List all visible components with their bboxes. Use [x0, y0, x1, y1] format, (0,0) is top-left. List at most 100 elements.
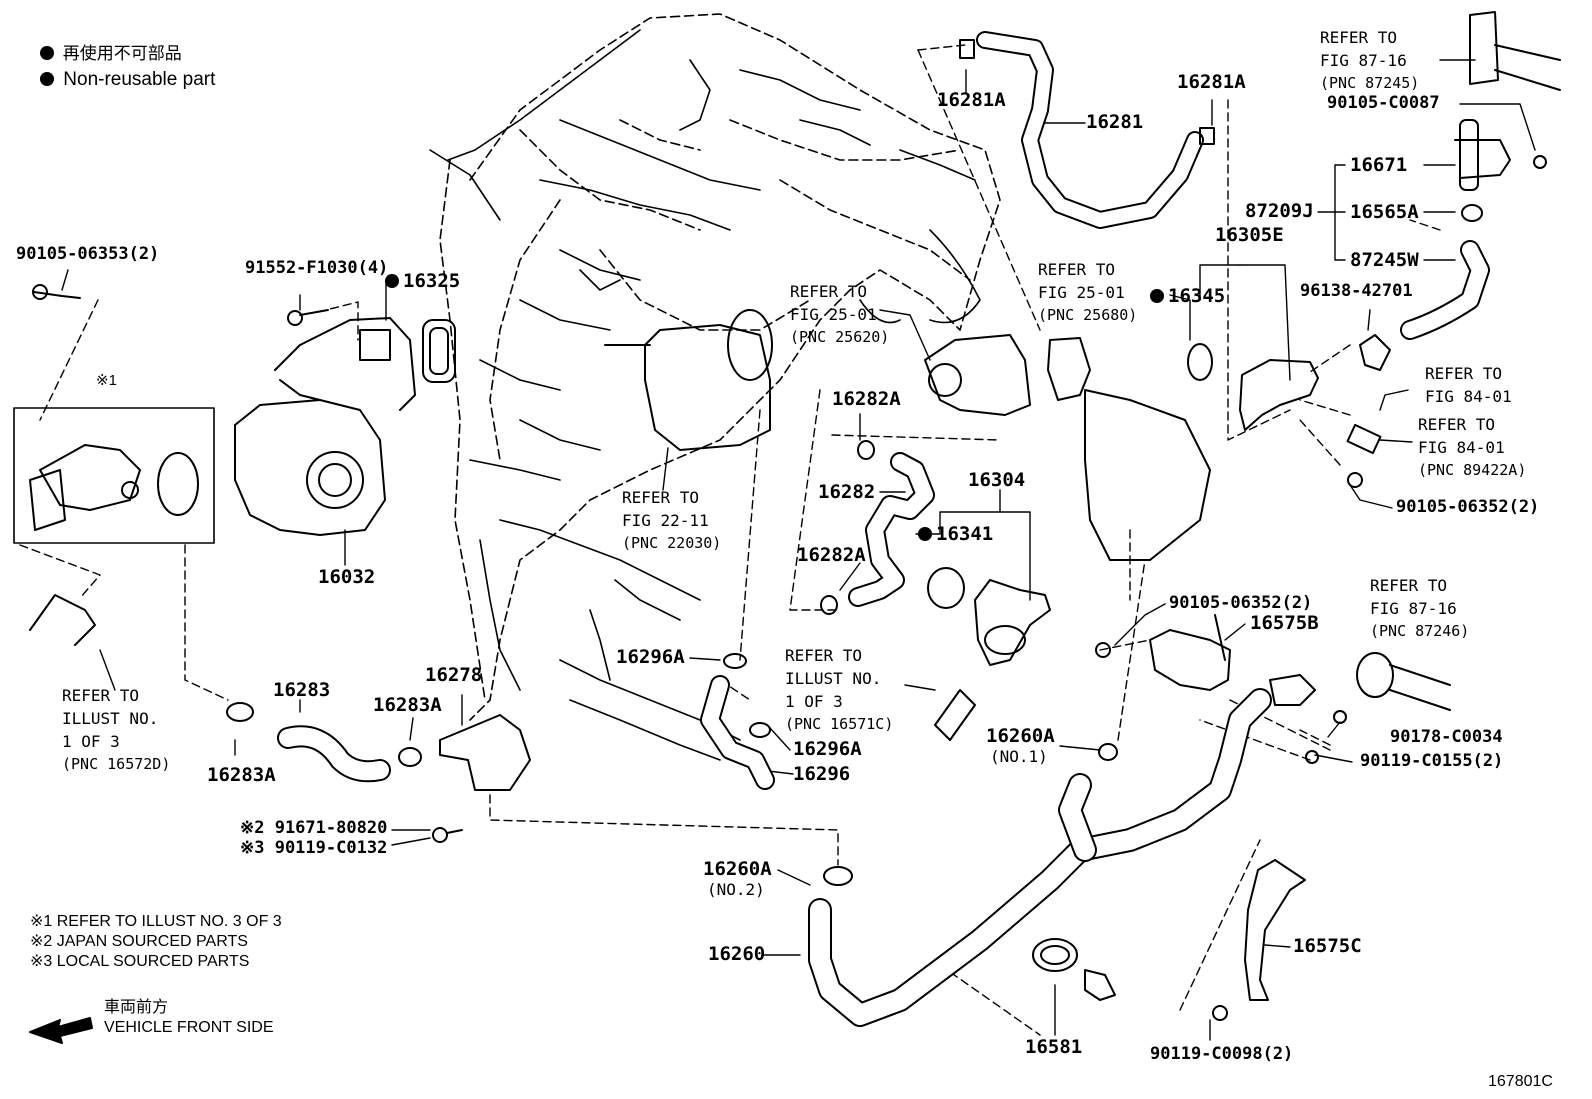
callout-16283: 16283	[273, 679, 331, 701]
callout-16281A-left: 16281A	[937, 89, 1006, 111]
ref-line: FIG 25-01	[790, 305, 877, 324]
engine-block-outline	[439, 13, 1001, 721]
callout-16281A-right: 16281A	[1177, 71, 1246, 93]
note1-box	[13, 407, 215, 544]
callout-16296A-top: 16296A	[616, 646, 685, 668]
figure-id: 167801C	[1488, 1073, 1553, 1090]
callout-16260A-no2: 16260A	[703, 858, 772, 880]
engine-block-solid	[429, 29, 981, 761]
callout-16345: 16345	[1150, 287, 1225, 306]
callout-16282: 16282	[818, 481, 876, 503]
ref-line: REFER TO	[785, 646, 863, 665]
callout-16565A: 16565A	[1350, 201, 1419, 223]
note-1: ※1 REFER TO ILLUST NO. 3 OF 3	[30, 913, 282, 930]
ref-line: REFER TO	[1370, 576, 1448, 595]
callout-16341-text: 16341	[936, 523, 994, 545]
vehicle-front-en: VEHICLE FRONT SIDE	[104, 1019, 274, 1036]
callout-96138-42701: 96138-42701	[1300, 281, 1413, 301]
callout-16345-text: 16345	[1168, 285, 1226, 307]
ref-line: REFER TO	[1320, 28, 1398, 47]
callout-note1-marker: ※1	[96, 372, 117, 389]
ref-line: 1 OF 3	[62, 732, 120, 751]
callout-16304: 16304	[968, 469, 1026, 491]
callout-16325: 16325	[385, 272, 460, 291]
callout-16282A-top: 16282A	[832, 388, 901, 410]
legend-non-reusable-jp: 再使用不可部品	[40, 45, 182, 62]
callout-16281: 16281	[1086, 111, 1144, 133]
callout-16575C: 16575C	[1293, 935, 1362, 957]
callout-no2: (NO.2)	[707, 880, 765, 899]
callout-16341: 16341	[918, 525, 993, 544]
ref-line: (PNC 87245)	[1320, 74, 1420, 92]
callout-90178-C0034: 90178-C0034	[1390, 727, 1503, 747]
ref-line: REFER TO	[1418, 415, 1496, 434]
callout-16671: 16671	[1350, 154, 1408, 176]
callout-91671-80820: ※2 91671-80820	[240, 818, 388, 838]
note-2: ※2 JAPAN SOURCED PARTS	[30, 933, 248, 950]
ref-illust-mid: REFER TO ILLUST NO. 1 OF 3 (PNC 16571C)	[785, 644, 893, 736]
callout-16278: 16278	[425, 664, 483, 686]
callout-no1: (NO.1)	[990, 747, 1048, 766]
legend-non-reusable-en: Non-reusable part	[40, 70, 215, 89]
ref-line: REFER TO	[790, 282, 868, 301]
ref-line: REFER TO	[1038, 260, 1116, 279]
callout-90105-C0087: 90105-C0087	[1327, 93, 1440, 113]
ref-line: REFER TO	[62, 686, 140, 705]
ref-line: (PNC 16571C)	[785, 715, 894, 733]
ref-line: FIG 87-16	[1370, 599, 1457, 618]
ref-illust-left: REFER TO ILLUST NO. 1 OF 3 (PNC 16572D)	[62, 684, 170, 776]
legend-jp-text: 再使用不可部品	[62, 44, 182, 63]
callout-16282A-bottom: 16282A	[797, 544, 866, 566]
ref-line: ILLUST NO.	[785, 669, 882, 688]
ref-line: FIG 25-01	[1038, 283, 1125, 302]
ref-line: REFER TO	[1425, 364, 1503, 383]
callout-87209J: 87209J	[1245, 200, 1314, 222]
ref-line: (PNC 25680)	[1038, 306, 1138, 324]
ref-fig-25-01-a: REFER TO FIG 25-01 (PNC 25620)	[790, 280, 889, 349]
callout-87245W: 87245W	[1350, 249, 1419, 271]
ref-line: FIG 84-01	[1425, 387, 1512, 406]
callout-16032: 16032	[318, 566, 376, 588]
ref-fig-84-01-b: REFER TO FIG 84-01 (PNC 89422A)	[1418, 413, 1526, 482]
non-reusable-dot-icon	[40, 72, 54, 86]
non-reusable-dot-icon	[40, 46, 54, 60]
note-3: ※3 LOCAL SOURCED PARTS	[30, 953, 250, 970]
legend-en-text: Non-reusable part	[63, 69, 216, 90]
ref-fig-22-11: REFER TO FIG 22-11 (PNC 22030)	[622, 486, 721, 555]
callout-16283A-left: 16283A	[207, 764, 276, 786]
ref-fig-87-16-bottom: REFER TO FIG 87-16 (PNC 87246)	[1370, 574, 1469, 643]
ref-line: (PNC 25620)	[790, 328, 890, 346]
callout-16260: 16260	[708, 943, 766, 965]
ref-line: (PNC 22030)	[622, 534, 722, 552]
callout-90119-C0132: ※3 90119-C0132	[240, 838, 388, 858]
callout-16283A-mid: 16283A	[373, 694, 442, 716]
ref-line: FIG 87-16	[1320, 51, 1407, 70]
leader-lines	[61, 59, 1536, 1041]
callout-90119-C0155: 90119-C0155(2)	[1360, 751, 1504, 771]
ref-fig-25-01-b: REFER TO FIG 25-01 (PNC 25680)	[1038, 258, 1137, 327]
callout-16296A-bottom: 16296A	[793, 738, 862, 760]
callout-90105-06352-right: 90105-06352(2)	[1396, 497, 1540, 517]
callout-16296: 16296	[793, 763, 851, 785]
ref-fig-87-16-top: REFER TO FIG 87-16 (PNC 87245)	[1320, 26, 1419, 95]
ref-line: FIG 22-11	[622, 511, 709, 530]
vehicle-front-jp: 車両前方	[104, 999, 169, 1016]
callout-90119-C0098: 90119-C0098(2)	[1150, 1044, 1294, 1064]
callout-16325-text: 16325	[403, 270, 461, 292]
non-reusable-dot-icon	[1150, 289, 1164, 303]
callout-16260A-no1: 16260A	[986, 725, 1055, 747]
ref-line: ILLUST NO.	[62, 709, 159, 728]
ref-line: REFER TO	[622, 488, 700, 507]
non-reusable-dot-icon	[385, 274, 399, 288]
ref-line: (PNC 16572D)	[62, 755, 171, 773]
ref-fig-84-01-a: REFER TO FIG 84-01	[1425, 362, 1512, 408]
callout-16305E: 16305E	[1215, 224, 1284, 246]
non-reusable-dot-icon	[918, 527, 932, 541]
ref-line: (PNC 89422A)	[1418, 461, 1527, 479]
part-shapes	[29, 11, 1561, 1044]
ref-line: FIG 84-01	[1418, 438, 1505, 457]
ref-line: (PNC 87246)	[1370, 622, 1470, 640]
ref-line: 1 OF 3	[785, 692, 843, 711]
